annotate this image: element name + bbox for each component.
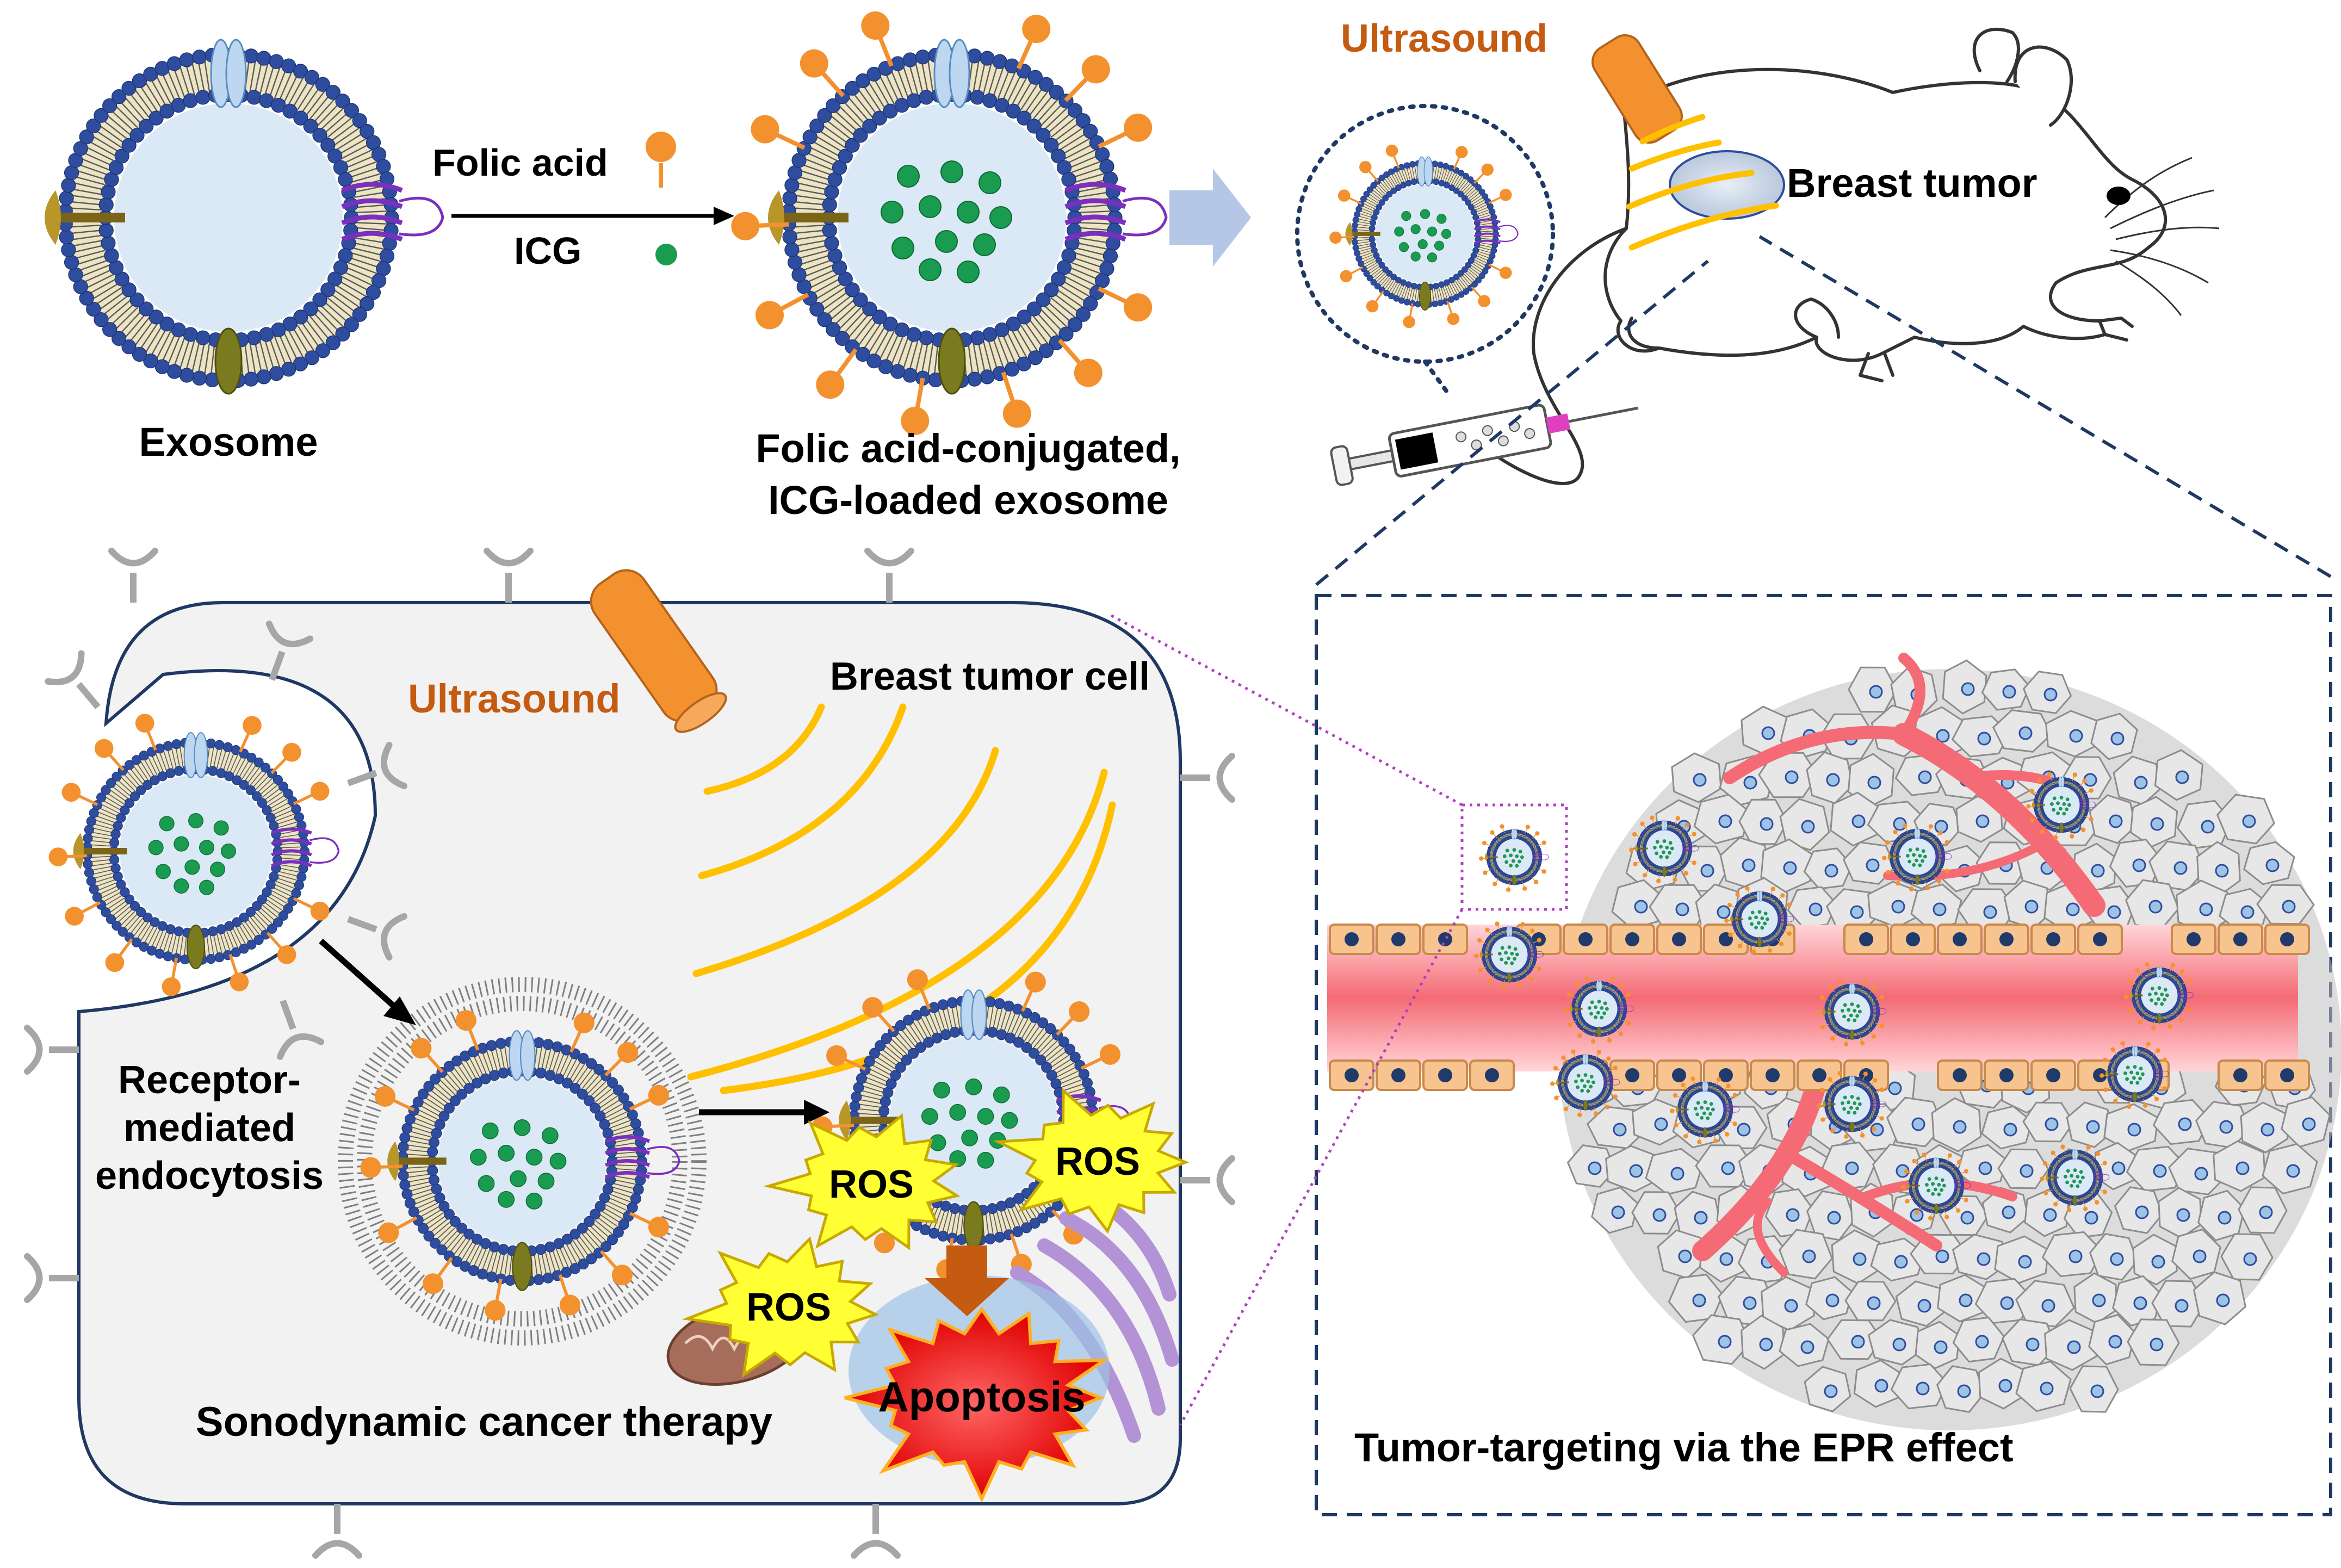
ultrasound-label-top: Ultrasound: [1341, 17, 1547, 60]
ros-label-1: ROS: [829, 1163, 914, 1206]
epr-exosome: [2100, 1041, 2170, 1109]
zoom-line-left: [1315, 259, 1709, 586]
epr-exosome: [1550, 1049, 1620, 1117]
exosome-caption: Exosome: [139, 419, 318, 464]
release-arrow: [699, 1100, 829, 1125]
endosomal-exosome: [360, 1010, 680, 1321]
endocytosis-arrow: [319, 938, 416, 1025]
epr-exosome: [1479, 824, 1549, 892]
zoom-link-bottom: [1179, 908, 1464, 1426]
zoom-line-right: [1758, 235, 2332, 578]
epr-exosome: [1817, 978, 1887, 1046]
sdt-label: Sonodynamic cancer therapy: [196, 1399, 772, 1445]
epr-exosome: [2026, 772, 2096, 840]
epr-exosome: [1564, 976, 1634, 1044]
ultrasound-waves-top: [1626, 114, 1779, 251]
zoom-link-top: [1108, 613, 1463, 807]
epr-label: Tumor-targeting via the EPR effect: [1354, 1425, 2014, 1470]
conjugation-arrow: [451, 207, 734, 225]
epr-exosome: [1629, 815, 1699, 883]
rme-label-2: mediated: [123, 1106, 295, 1150]
epr-exosome: [1901, 1152, 1971, 1220]
epr-exosome: [1670, 1076, 1740, 1144]
down-arrow-apoptosis: [925, 1245, 1009, 1316]
epr-exosome: [1724, 886, 1794, 954]
apoptosis-label: Apoptosis: [878, 1373, 1085, 1421]
loaded-exosome-caption-1: Folic acid-conjugated,: [755, 426, 1180, 471]
loaded-exosome-caption-2: ICG-loaded exosome: [768, 478, 1168, 523]
ultrasound-transducer-cell: [590, 569, 727, 733]
process-arrow: [1169, 169, 1251, 267]
surface-receptors: [24, 548, 1235, 1559]
folic-acid-label: Folic acid: [432, 141, 608, 184]
released-exosome: [812, 969, 1132, 1280]
ros-burst-2: [993, 1088, 1190, 1234]
zoomed-exosome: [1329, 144, 1519, 329]
syringe-icon: [1330, 404, 1639, 486]
apoptosis-burst: [844, 1306, 1110, 1503]
rme-label-1: Receptor-: [118, 1058, 301, 1102]
epr-exosomes: [1474, 772, 2194, 1220]
ros-label-2: ROS: [1055, 1140, 1140, 1183]
mouse-whiskers: [2104, 157, 2220, 316]
ultrasound-transducer-top: [1591, 34, 1683, 144]
epr-exosome: [1474, 921, 1544, 989]
breast-tumor-cell-label: Breast tumor cell: [830, 655, 1150, 698]
mouse-tumor: [1669, 150, 1785, 220]
endosome-membrane-outer: [338, 977, 707, 1346]
exosome-illustration: [45, 39, 444, 395]
icg-legend-icon: [655, 244, 677, 265]
mouse-eye: [2107, 187, 2131, 205]
endocytosing-exosome: [48, 714, 340, 996]
ros-burst-3: [682, 1236, 880, 1378]
ultrasound-label-cell: Ultrasound: [408, 676, 621, 721]
mouse-illustration: [1467, 27, 2167, 485]
zoom-box: [1460, 803, 1568, 911]
ros-label-3: ROS: [746, 1286, 831, 1329]
epr-exosome: [2040, 1144, 2110, 1212]
epr-exosome: [1882, 823, 1952, 891]
breast-tumor-label: Breast tumor: [1787, 160, 2037, 206]
folate-legend-icon: [646, 132, 676, 188]
epr-exosome: [1817, 1071, 1887, 1139]
ros-burst-1: [763, 1113, 961, 1250]
epr-exosome: [2124, 962, 2194, 1030]
rme-label-3: endocytosis: [95, 1154, 324, 1198]
icg-label: ICG: [514, 230, 581, 272]
loaded-exosome-illustration: [731, 11, 1168, 435]
